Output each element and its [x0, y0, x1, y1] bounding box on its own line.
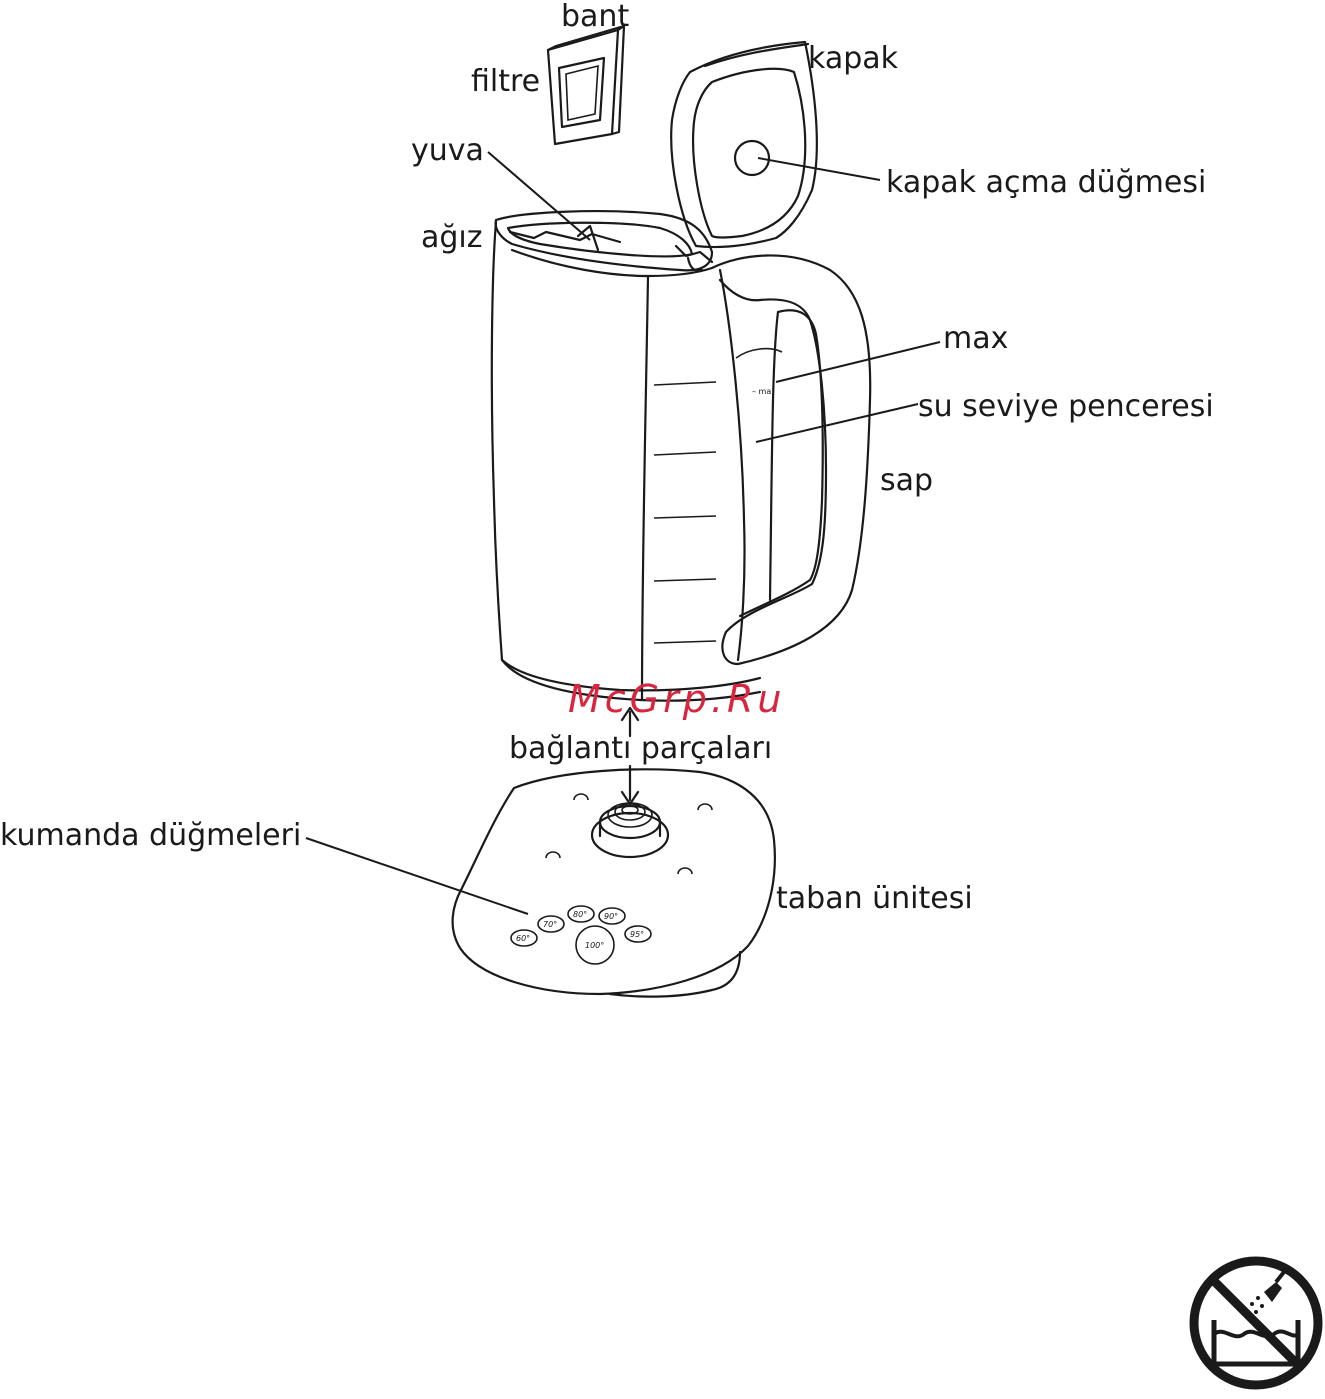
button-60-label: 60° [516, 934, 530, 943]
leader-lines [306, 152, 940, 914]
label-taban: taban ünitesi [776, 881, 973, 916]
button-90-label: 90° [604, 912, 618, 921]
label-kapak: kapak [808, 41, 899, 76]
button-80-label: 80° [573, 910, 587, 919]
control-buttons: 60° 70° 80° 90° 95° 100° [511, 906, 651, 964]
kettle-body: – ma [492, 211, 782, 701]
base-unit: 60° 70° 80° 90° 95° 100° [453, 769, 775, 996]
label-yuva: yuva [411, 133, 484, 168]
label-bant: bant [561, 0, 629, 34]
watermark: McGrp.Ru [568, 677, 785, 721]
button-100-label: 100° [585, 941, 604, 950]
label-filtre: filtre [471, 64, 540, 99]
label-su-seviye: su seviye penceresi [918, 389, 1214, 424]
button-70-label: 70° [543, 920, 557, 929]
labels: bant filtre kapak yuva kapak açma düğmes… [0, 0, 1214, 916]
label-agiz: ağız [421, 220, 483, 255]
lid-part [671, 42, 817, 271]
no-water-immersion-icon [1194, 1261, 1318, 1385]
label-kapak-acma: kapak açma düğmesi [886, 165, 1206, 200]
label-kumanda: kumanda düğmeleri [0, 818, 301, 853]
window-max-mark: – ma [752, 387, 771, 396]
filter-part [548, 26, 624, 144]
label-sap: sap [880, 463, 933, 498]
label-baglanti: bağlantı parçaları [509, 731, 772, 766]
button-95-label: 95° [630, 930, 644, 939]
label-max: max [943, 321, 1008, 356]
handle-part [712, 255, 870, 664]
